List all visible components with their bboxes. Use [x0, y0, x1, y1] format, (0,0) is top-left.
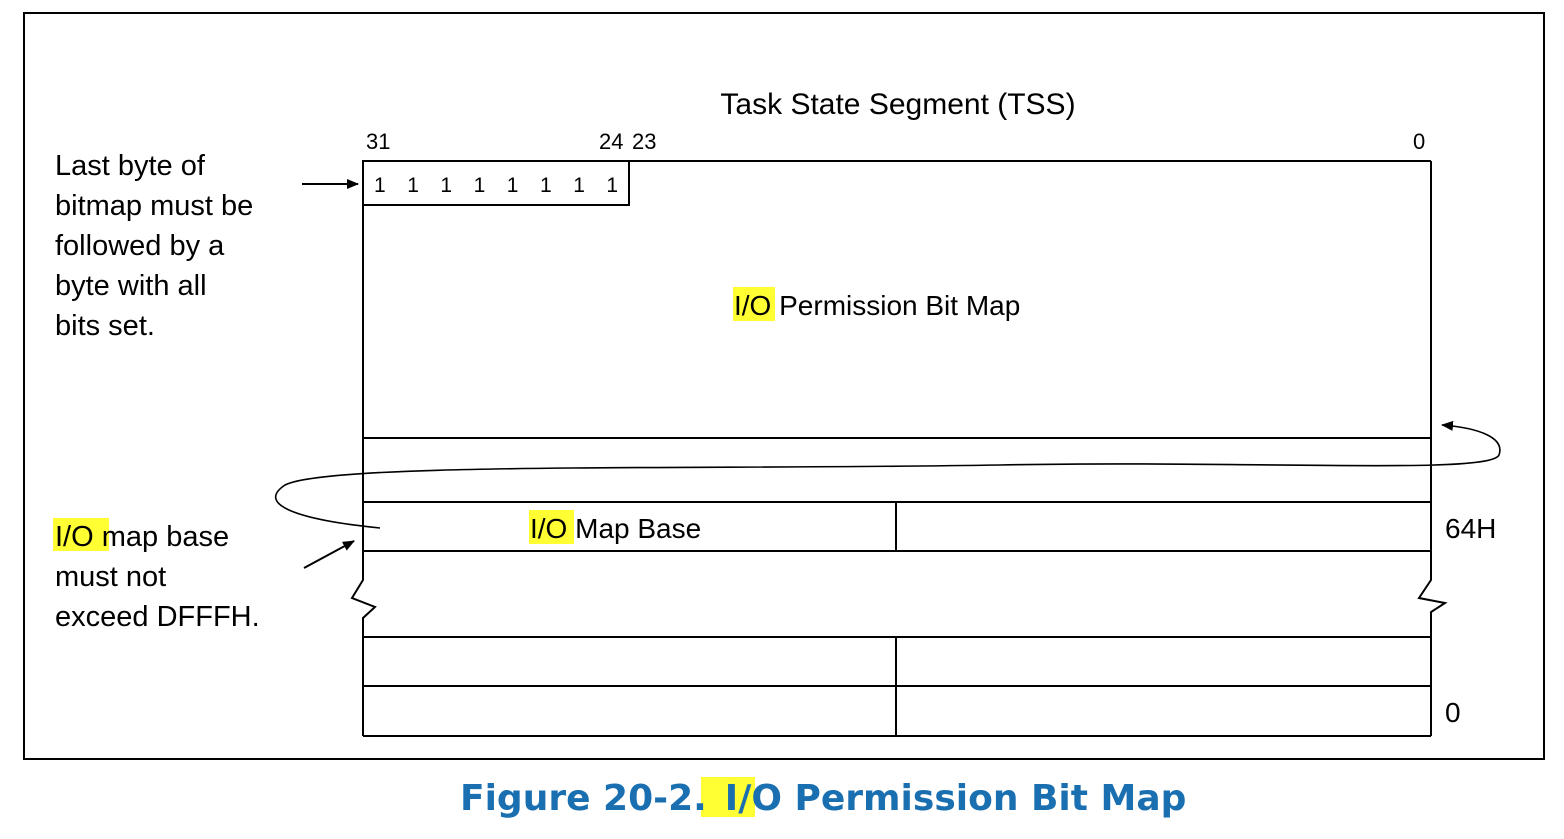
caption-highlight-bg: [701, 777, 755, 817]
figure-frame: [23, 12, 1545, 760]
offset-64h: 64H: [1445, 513, 1496, 544]
bit-value: 1: [440, 174, 452, 197]
bit-label-24: 24: [599, 129, 623, 154]
tss-block: [350, 160, 1448, 737]
bit-label-23: 23: [632, 129, 656, 154]
diagram-title: Task State Segment (TSS): [720, 88, 1075, 121]
bit-value: 1: [474, 174, 486, 197]
note-map-base: I/O map base must not exceed DFFFH.: [55, 521, 260, 633]
note-top-line-2: bitmap must be: [55, 190, 253, 222]
caption-highlight: I/O: [725, 778, 782, 819]
map-base-highlight-bg: [529, 510, 574, 544]
note-last-byte: Last byte of bitmap must be followed by …: [55, 150, 253, 342]
bitmap-label: I/O Permission Bit Map: [734, 290, 1020, 321]
pointer-loop-arrow: [274, 420, 1501, 529]
bit-label-0: 0: [1413, 129, 1425, 154]
note-bottom-highlight-bg: [53, 518, 109, 551]
last-byte-box: [362, 160, 630, 206]
bit-value: 1: [507, 174, 519, 197]
note-bottom-line-3: exceed DFFFH.: [55, 601, 260, 633]
offset-0: 0: [1445, 697, 1461, 728]
bit-label-31: 31: [366, 129, 390, 154]
bitmap-label-highlight-bg: [733, 287, 775, 321]
arrow-to-map-base: [303, 540, 355, 569]
caption-rest: Permission Bit Map: [782, 778, 1186, 819]
note-top-line-1: Last byte of: [55, 150, 206, 182]
note-top-line-4: byte with all: [55, 270, 207, 302]
bit-value: 1: [573, 174, 585, 197]
figure-caption: Figure 20-2. I/O Permission Bit Map: [460, 778, 1186, 819]
caption-prefix: Figure 20-2.: [460, 778, 707, 819]
bit-value: 1: [540, 174, 552, 197]
note-top-line-5: bits set.: [55, 310, 155, 342]
break-left: [350, 566, 377, 637]
note-top-line-3: followed by a: [55, 230, 225, 262]
bit-value: 1: [374, 174, 386, 197]
break-right: [1417, 566, 1448, 637]
bit-value: 1: [407, 174, 419, 197]
note-bottom-line-2: must not: [55, 561, 166, 593]
map-base-label: I/O Map Base: [530, 513, 701, 544]
note-bottom-line-1: I/O map base: [55, 521, 229, 553]
bit-value: 1: [606, 174, 618, 197]
